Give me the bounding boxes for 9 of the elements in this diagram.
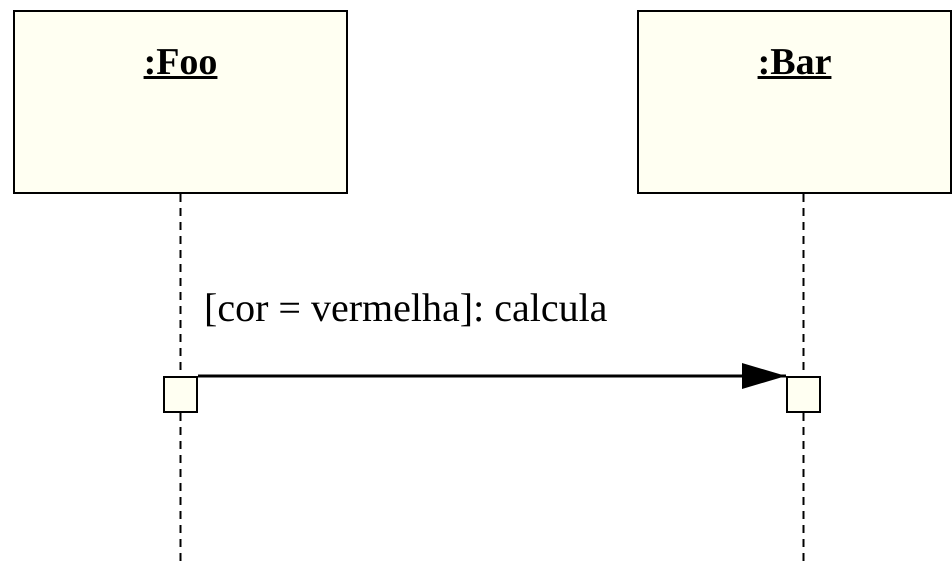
- activation-box: [786, 376, 821, 413]
- lifeline: [802, 413, 804, 563]
- object-box: [637, 10, 952, 194]
- object-name: :Foo: [144, 41, 218, 83]
- message-arrow: [198, 363, 786, 389]
- lifeline: [180, 413, 182, 563]
- activation-box: [163, 376, 198, 413]
- object-box: [13, 10, 348, 194]
- object-name: :Bar: [758, 41, 832, 83]
